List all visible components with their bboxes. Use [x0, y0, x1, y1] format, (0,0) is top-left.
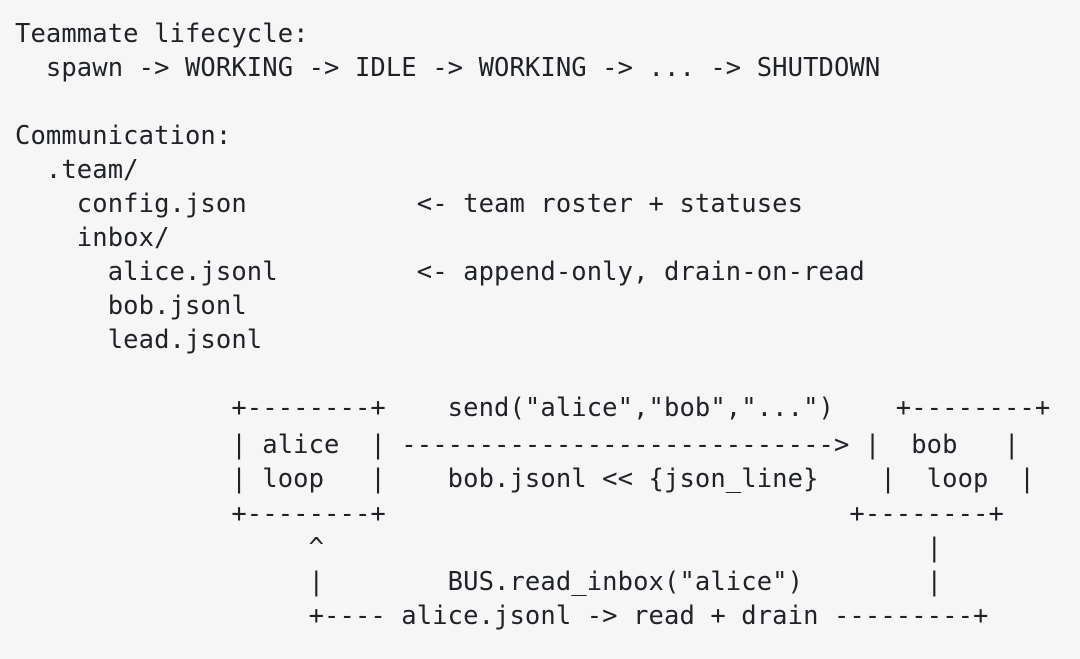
code-line-communication-heading: Communication: [15, 121, 232, 151]
diagram-line-loop-labels: | loop | bob.jsonl << {json_line} | loop… [15, 464, 1035, 494]
code-line-inbox-dir: inbox/ [15, 223, 170, 253]
diagram-line-drain-return: +---- alice.jsonl -> read + drain ------… [15, 601, 989, 631]
code-line-alice-jsonl: alice.jsonl <- append-only, drain-on-rea… [15, 257, 865, 287]
diagram-line-box-tops: +--------+ send("alice","bob","...") +--… [15, 393, 1051, 423]
code-line-lifecycle-flow: spawn -> WORKING -> IDLE -> WORKING -> .… [15, 53, 881, 83]
code-line-team-dir: .team/ [15, 155, 139, 185]
code-line-config-json: config.json <- team roster + statuses [15, 189, 804, 219]
code-line-bob-jsonl: bob.jsonl [15, 291, 247, 321]
diagram-line-up-arrow: ^ | [15, 533, 943, 563]
diagram-line-read-inbox: | BUS.read_inbox("alice") | [15, 567, 943, 597]
diagram-line-send-arrow: | alice | ----------------------------> … [15, 430, 1020, 460]
diagram-line-box-bottoms: +--------+ +--------+ [15, 499, 1004, 529]
code-line-lifecycle-heading: Teammate lifecycle: [15, 19, 309, 49]
code-line-lead-jsonl: lead.jsonl [15, 325, 263, 355]
